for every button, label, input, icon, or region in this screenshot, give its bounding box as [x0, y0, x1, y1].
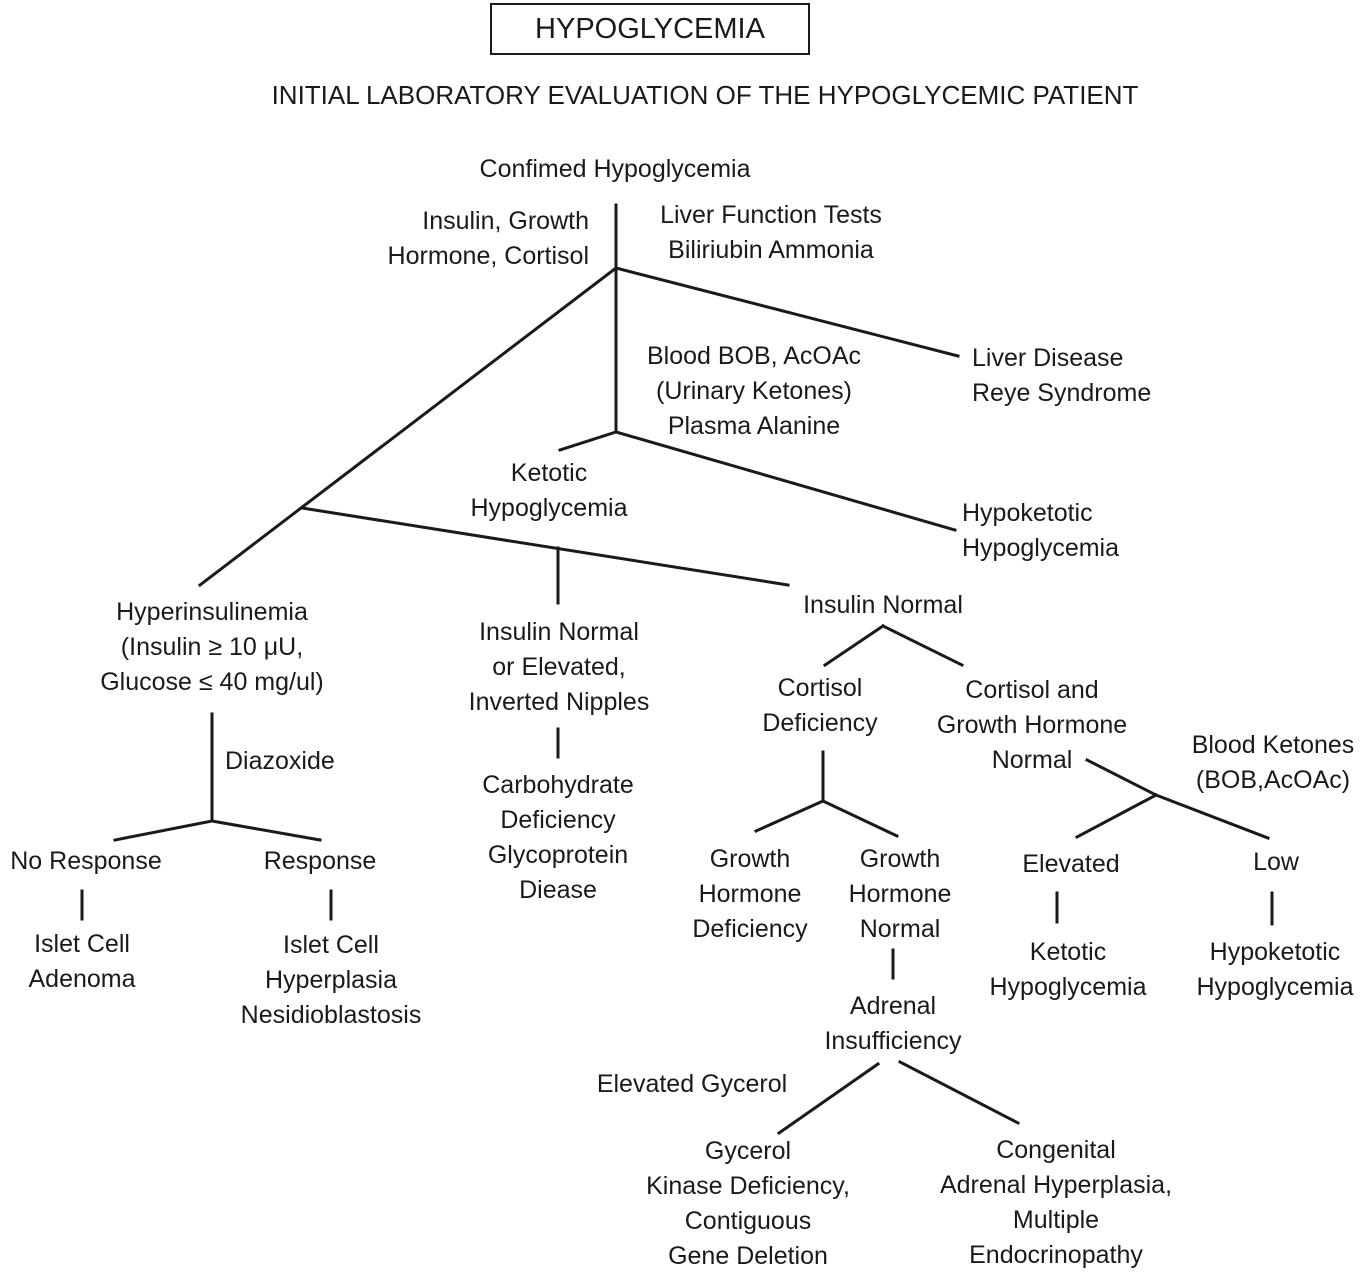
node-glycerol-kinase-deficiency: Gycerol Kinase Deficiency, Contiguous Ge… — [646, 1137, 850, 1270]
node-confirmed-hypoglycemia: Confimed Hypoglycemia — [479, 155, 751, 183]
edge-to-hyperinsulinemia-branch — [197, 265, 619, 588]
edge-label-elevated-glycerol: Elevated Gycerol — [596, 1070, 788, 1098]
edge-to-glycerol-kinase — [776, 1061, 881, 1136]
edge-to-no-response — [113, 819, 214, 842]
edge-to-cortisol-deficiency — [822, 623, 886, 668]
node-carbohydrate-deficiency: Carbohydrate Deficiency Glycoprotein Die… — [482, 771, 634, 904]
edge-to-ketones-elevated — [1074, 792, 1159, 840]
node-islet-cell-hyperplasia: Islet Cell Hyperplasia Nesidioblastosis — [240, 931, 422, 1029]
node-ketotic-hypoglycemia-top: Ketotic Hypoglycemia — [470, 459, 628, 522]
node-tests-insulin-gh-cortisol: Insulin, Growth Hormone, Cortisol — [387, 207, 589, 270]
node-liver-disease: Liver Disease Reye Syndrome — [972, 344, 1152, 407]
edge-to-gh-deficiency — [754, 799, 825, 833]
node-congenital-adrenal-hyperplasia: Congenital Adrenal Hyperplasia, Multiple… — [939, 1136, 1173, 1269]
chart-title: HYPOGLYCEMIA — [490, 3, 810, 55]
node-ketotic-hypoglycemia-bottom: Ketotic Hypoglycemia — [989, 938, 1147, 1001]
node-islet-cell-adenoma: Islet Cell Adenoma — [28, 930, 136, 993]
node-response: Response — [263, 847, 377, 875]
node-insulin-normal: Insulin Normal — [803, 591, 963, 619]
chart-subtitle: INITIAL LABORATORY EVALUATION OF THE HYP… — [271, 80, 1139, 110]
edge-to-cortisol-gh-normal — [880, 623, 965, 668]
node-ketones-low: Low — [1253, 848, 1299, 876]
edge-to-response — [210, 819, 322, 842]
node-ketone-tests: Blood BOB, AcOAc (Urinary Ketones) Plasm… — [647, 342, 861, 440]
node-ketones-elevated: Elevated — [1022, 850, 1120, 878]
edge-to-gh-normal — [821, 799, 899, 838]
node-hypoketotic-hypoglycemia-top: Hypoketotic Hypoglycemia — [962, 499, 1120, 562]
node-hypoketotic-hypoglycemia-bottom: Hypoketotic Hypoglycemia — [1196, 938, 1354, 1001]
node-adrenal-insufficiency: Adrenal Insufficiency — [824, 992, 962, 1055]
node-gh-normal: Growth Hormone Normal — [848, 845, 952, 943]
edge-label-diazoxide: Diazoxide — [225, 747, 335, 775]
edge-to-insulin-normal — [300, 506, 790, 587]
node-hyperinsulinemia: Hyperinsulinemia (Insulin ≥ 10 μU, Gluco… — [100, 598, 324, 696]
node-tests-liver-function: Liver Function Tests Biliriubin Ammonia — [660, 201, 882, 264]
node-cortisol-gh-normal: Cortisol and Growth Hormone Normal — [936, 676, 1128, 774]
edge-to-hypoketotic-top — [614, 430, 957, 532]
node-no-response: No Response — [10, 847, 162, 875]
edge-cortisol-gh-normal-to-ketones — [1084, 757, 1159, 798]
node-gh-deficiency: Growth Hormone Deficiency — [692, 845, 808, 943]
node-insulin-normal-or-elevated: Insulin Normal or Elevated, Inverted Nip… — [468, 618, 650, 716]
edge-to-liver-disease — [614, 266, 960, 358]
edge-to-ketotic-top — [558, 430, 618, 452]
node-blood-ketones: Blood Ketones (BOB,AcOAc) — [1191, 731, 1355, 794]
node-cortisol-deficiency: Cortisol Deficiency — [762, 674, 878, 737]
edge-to-ketones-low — [1154, 793, 1270, 840]
edge-to-cah — [897, 1059, 1021, 1126]
